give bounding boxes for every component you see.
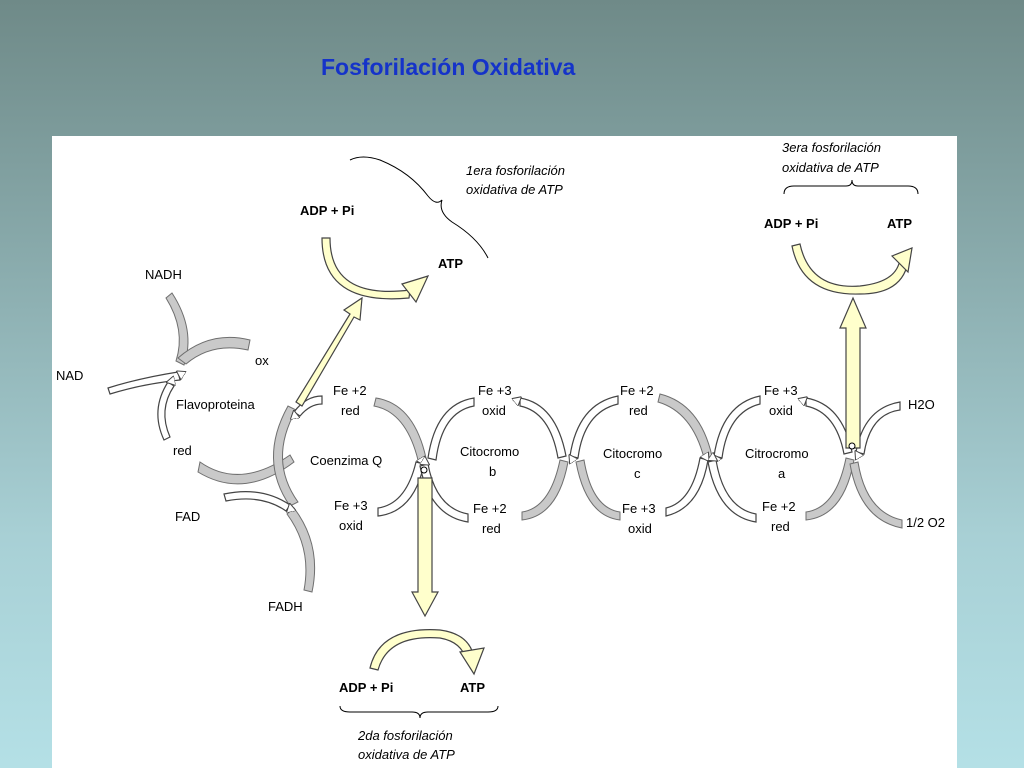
atp2-adp-label: ADP + Pi [339,680,393,695]
red-white-arrow [157,382,174,441]
atp1-diagonal-yellow-arrow [295,296,363,407]
nadh-label: NADH [145,267,182,282]
cit-b-bottom-fe-label: Fe +2 [473,501,507,516]
citocromo-c-letter: c [634,466,641,481]
h2o-label: H2O [908,397,935,412]
fadh-label: FADH [268,599,303,614]
coenzima-q-label: Coenzima Q [310,453,382,468]
cit-a-bottom-fe-label: Fe +2 [762,499,796,514]
atp2-yellow-arc [369,629,475,671]
cit-c-top-left-gray-arc [657,393,713,459]
coq-bottom-fe-label: Fe +3 [334,498,368,513]
citocromo-c-label: Citocromo [603,446,662,461]
diagram-panel: NADH NAD ox Flavoproteina red FAD FADH C… [52,136,957,768]
cit-a-bottom-gray-arc [805,457,855,521]
red-label: red [173,443,192,458]
flavoproteina-lower-gray-arc [197,454,295,485]
atp1-yellow-arc [321,237,411,300]
cit-a-junction-dot [848,442,856,450]
h2o-white-arrow [856,401,901,454]
atp2-arrowhead [459,647,485,676]
coenzima-q-left-gray-arc [273,405,299,507]
coq-top-right-gray-arc [373,397,427,461]
cit-b-bottom-state-label: red [482,521,501,536]
atp2-note-line2: oxidativa de ATP [358,747,455,762]
atp1-adp-label: ADP + Pi [300,203,354,218]
atp2-brace [339,705,499,719]
cit-a-top-state-label: oxid [769,403,793,418]
atp3-yellow-arc [791,243,909,295]
cit-a-bottom-state-label: red [771,519,790,534]
atp3-note-line1: 3era fosforilación [782,140,881,155]
atp1-note-line2: oxidativa de ATP [466,182,563,197]
o2-gray-arc [849,461,903,529]
citrocromo-a-letter: a [778,466,786,481]
atp3-note-line2: oxidativa de ATP [782,160,879,175]
atp3-adp-label: ADP + Pi [764,216,818,231]
coq-bottom-state-label: oxid [339,518,363,533]
fad-label: FAD [175,509,200,524]
cit-c-bottom-right-white-arrow [665,458,708,517]
ox-label: ox [255,353,269,368]
coq-bottom-white-arrow [377,462,424,517]
slide-title: Fosforilación Oxidativa [321,54,576,80]
coq-top-fe-label: Fe +2 [333,383,367,398]
nadh-gray-arc [165,292,189,366]
cit-a-bottom-white-arrow [707,460,757,523]
cit-c-bottom-fe-label: Fe +3 [622,501,656,516]
atp2-note-line1: 2da fosforilación [357,728,453,743]
atp1-note-line1: 1era fosforilación [466,163,565,178]
atp3-brace [783,179,919,195]
cit-c-top-state-label: red [629,403,648,418]
citrocromo-a-label: Citrocromo [745,446,809,461]
nad-label: NAD [56,368,83,383]
cit-c-bottom-gray-arc [575,459,621,521]
cit-b-top-right-white-arrow [520,398,567,459]
atp3-arrowhead [890,247,913,274]
atp3-atp-label: ATP [887,216,912,231]
citocromo-b-letter: b [489,464,496,479]
cit-b-top-fe-label: Fe +3 [478,383,512,398]
atp2-atp-label: ATP [460,680,485,695]
fadh-gray-arc [286,507,316,593]
atp1-arrowhead [400,275,430,304]
flavoproteina-label: Flavoproteina [176,397,256,412]
cit-b-top-white-arrow [427,397,475,461]
fad-white-arrow [223,491,290,511]
coq-junction-dot [420,466,428,474]
atp1-brace [349,156,489,259]
coq-top-state-label: red [341,403,360,418]
atp1-atp-label: ATP [438,256,463,271]
cit-c-top-fe-label: Fe +2 [620,383,654,398]
o2-label: 1/2 O2 [906,515,945,530]
cit-a-top-fe-label: Fe +3 [764,383,798,398]
cit-c-bottom-state-label: oxid [628,521,652,536]
cit-c-top-white-arrow [570,395,619,458]
flavoproteina-upper-gray-arc [177,336,251,365]
atp2-vertical-yellow-arrow [410,477,440,618]
cit-a-top-right-white-arrow [806,398,853,455]
citocromo-b-label: Citocromo [460,444,519,459]
cit-b-bottom-gray-arc [521,459,569,521]
cit-b-top-state-label: oxid [482,403,506,418]
electron-transport-diagram: NADH NAD ox Flavoproteina red FAD FADH C… [56,140,945,762]
atp3-vertical-yellow-arrow [839,296,867,449]
